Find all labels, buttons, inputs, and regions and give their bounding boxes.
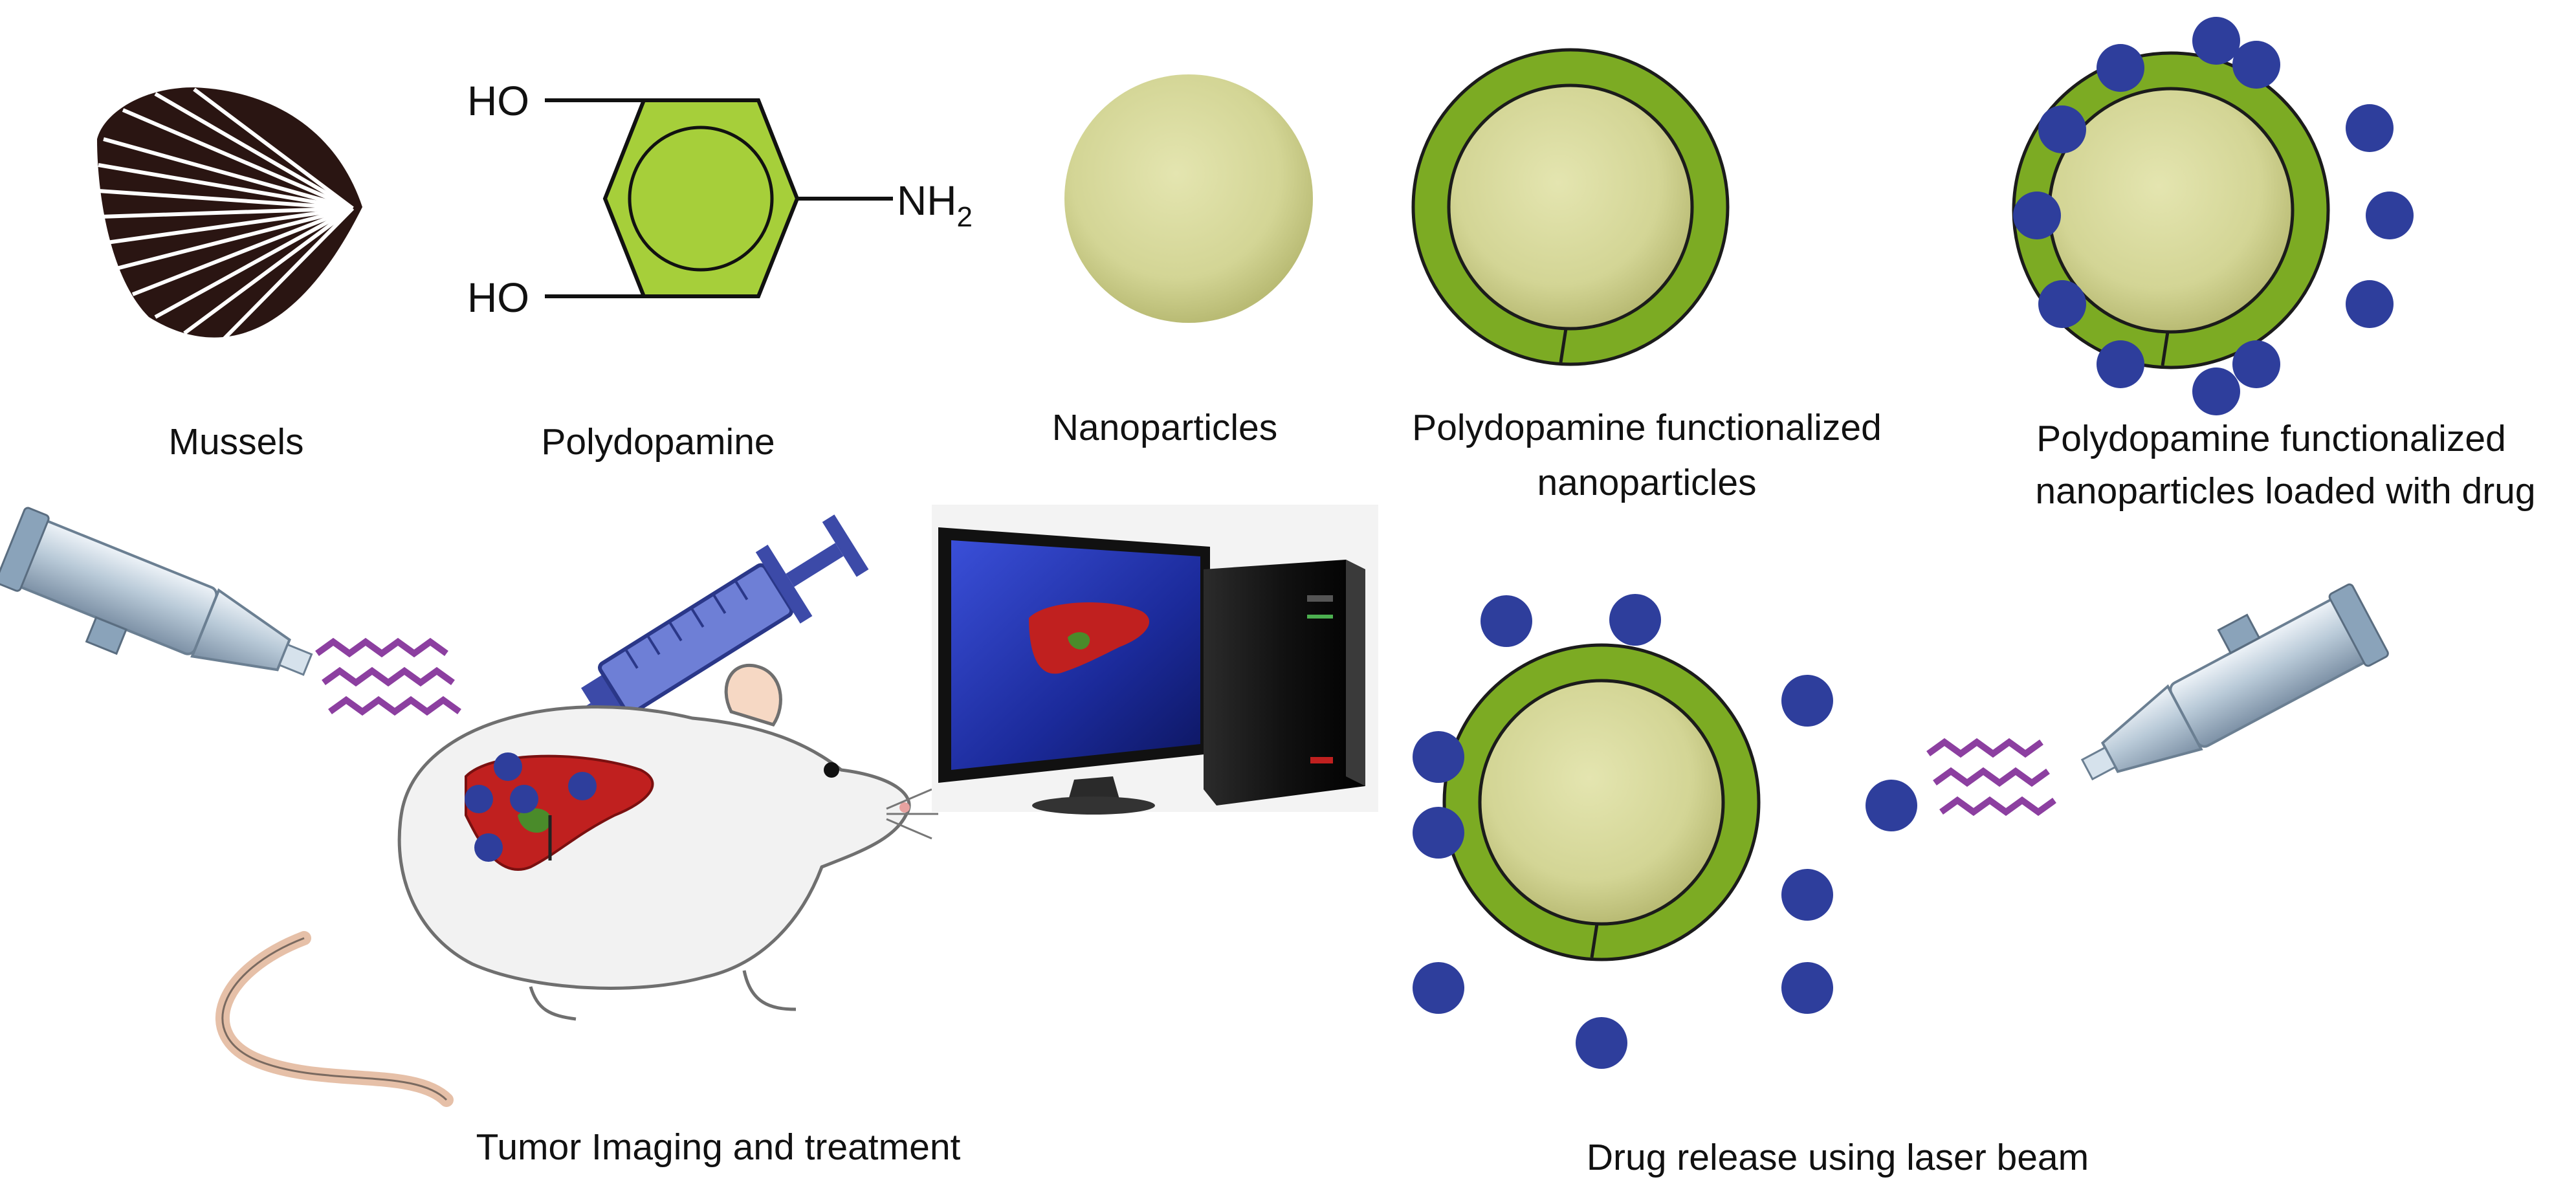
computer-icon xyxy=(932,505,1378,815)
drug-molecules xyxy=(2013,17,2414,415)
laser-wave-icon xyxy=(1926,738,2056,817)
laser-pointer-icon xyxy=(2080,583,2389,781)
label-pda-drug-line2: nanoparticles loaded with drug xyxy=(2035,470,2535,512)
mussel-shell-icon xyxy=(97,87,362,345)
nanoparticle-icon xyxy=(1064,74,1313,323)
label-nh-subscript: 2 xyxy=(956,201,972,233)
label-ho-bottom: HO xyxy=(467,274,529,321)
label-drug-release: Drug release using laser beam xyxy=(1587,1137,2089,1178)
label-pda-nanoparticles-line2: nanoparticles xyxy=(1537,462,1756,503)
drug-release-nanoparticle-icon xyxy=(1413,594,1917,1069)
drug-loaded-nanoparticle-icon xyxy=(2012,17,2414,415)
label-tumor-imaging: Tumor Imaging and treatment xyxy=(476,1126,961,1168)
polydopamine-structure xyxy=(545,98,893,298)
mouse-icon xyxy=(215,664,938,1107)
label-nh2: NH2 xyxy=(897,177,973,233)
released-drug-molecules xyxy=(1413,594,1917,1069)
label-ho-top: HO xyxy=(467,78,529,124)
liver-icon xyxy=(465,754,654,871)
pda-nanoparticle-icon xyxy=(1411,48,1730,366)
syringe-icon xyxy=(513,514,869,754)
label-nanoparticles: Nanoparticles xyxy=(1052,407,1278,448)
laser-wave-icon xyxy=(315,637,461,716)
label-pda-drug-line1: Polydopamine functionalized xyxy=(2036,418,2506,459)
label-nh: NH xyxy=(897,177,956,224)
laser-pointer-icon xyxy=(0,507,313,676)
label-pda-nanoparticles-line1: Polydopamine functionalized xyxy=(1412,407,1882,448)
label-mussels: Mussels xyxy=(168,421,303,463)
tumor-drug-molecules xyxy=(465,752,597,862)
label-polydopamine: Polydopamine xyxy=(541,421,775,463)
